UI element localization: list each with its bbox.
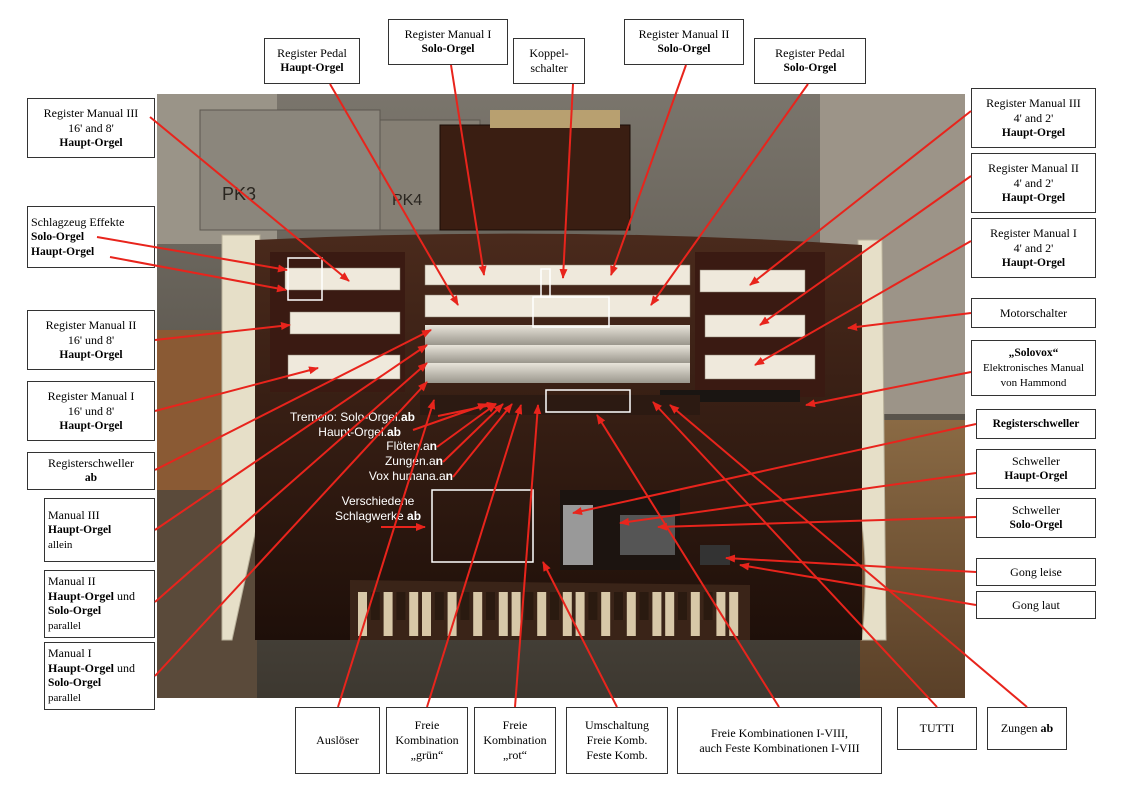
pedal-key [716,592,726,636]
label-koppelschalter: Koppel-schalter [513,38,585,84]
zungen-label: Zungen.an [384,454,443,468]
pedal-key [434,592,444,620]
pedal-key [473,592,483,636]
pedal-key [575,592,585,636]
label-gong-laut: Gong laut [976,591,1096,619]
pedal-key [486,592,495,620]
pedal-key [524,592,534,620]
label-registerschweller: Registerschweller [976,409,1096,439]
pedal-key [588,592,598,620]
tremolo-solo-label: Tremolo: Solo-Orgel.ab [290,410,415,424]
pedal-key [422,592,431,636]
label-motorschalter: Motorschalter [971,298,1096,328]
schlagwerke-label: Schlagwerke ab [334,509,422,523]
tremolo-haupt-label: Haupt-Orgel.ab [318,425,401,439]
pedal-key [639,592,649,620]
pedal-key [562,592,572,636]
pedal-key [358,592,367,636]
pedal-key [601,592,611,636]
pedal-key [396,592,406,620]
label-ausloeser: Auslöser [295,707,380,774]
pedal-key [460,592,470,620]
pedal-key [690,592,700,636]
label-tutti: TUTTI [897,707,977,750]
svg-text:PK4: PK4 [392,192,422,209]
pedal-key [550,592,559,620]
pedal-key [703,592,713,620]
svg-text:PK3: PK3 [222,184,256,204]
label-freie-kombinationen-i-viii: Freie Kombinationen I-VIII,auch Feste Ko… [677,707,882,774]
label-gong-leise: Gong leise [976,558,1096,586]
pedal-key [626,592,636,636]
pedal-key [678,592,687,620]
pedal-key [665,592,675,636]
pedal-key [409,592,419,636]
label-zungen-ab: Zungen ab [987,707,1067,750]
pedal-key [729,592,739,636]
pedal-key [370,592,380,620]
pedal-key [511,592,521,636]
vox-humana-label: Vox humana.an [368,469,453,483]
pedal-key [383,592,393,636]
floeten-label: Flöten.an [386,439,437,453]
pedal-key [614,592,623,620]
pedal-key [498,592,508,636]
verschiedene-label: Verschiedene [341,494,415,508]
pedal-key [447,592,457,636]
pedal-key [537,592,547,636]
pedal-key [652,592,662,636]
